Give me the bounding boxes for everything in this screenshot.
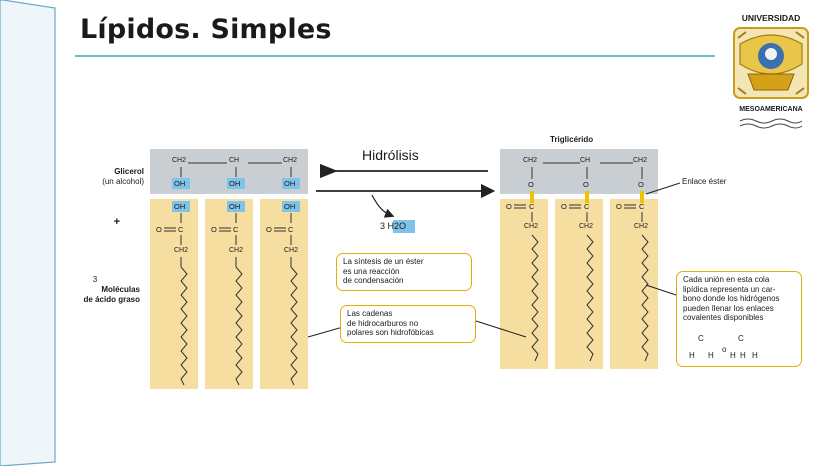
tail-note-or: o [722, 345, 727, 354]
tri-c-1: C [529, 202, 535, 211]
ester-bond-label: Enlace éster [682, 177, 727, 186]
left-decorative-panel [0, 0, 56, 466]
tail-explanation-note: Cada unión en esta cola lipídica represe… [676, 271, 802, 367]
tri-ester-o-3: O [638, 180, 644, 189]
glycerol-oh-highlight-1 [172, 178, 190, 189]
acid-c-2: C [233, 225, 239, 234]
tri-ester-o-1: O [528, 180, 534, 189]
acid-oh-highlight-2 [227, 201, 245, 212]
acid-ch2-1: CH2 [174, 247, 189, 254]
hydrocarbon-tail-2 [235, 266, 243, 386]
tail-note-c-2: C [738, 334, 744, 343]
plus-sign: + [113, 216, 120, 228]
glycerol-oh-highlight-3 [282, 178, 300, 189]
hydrophobic-chains-note: Las cadenas de hidrocarburos no polares … [340, 305, 476, 343]
acid-count: 3 [92, 275, 98, 284]
acid-o-2: O [211, 225, 217, 234]
chains-pointer-right [475, 320, 527, 338]
tri-ester-o-2: O [583, 180, 589, 189]
tri-ch2-tail-2: CH2 [579, 223, 594, 230]
glycerol-ch2-2: CH2 [283, 157, 298, 164]
chains-note-line-1: Las cadenas [347, 309, 393, 318]
glycerol-oh-1: OH [174, 179, 186, 188]
chains-note-line-2: de hidrocarburos no [347, 318, 419, 328]
acid-oh-1: OH [174, 202, 186, 211]
tail-pointer [645, 284, 677, 296]
tri-ch2-2: CH2 [633, 157, 648, 164]
triglyceride-acid-column-2 [555, 199, 603, 369]
university-seal-icon [733, 27, 809, 99]
logo-bottom-text: MESOAMERICANA [739, 106, 803, 113]
tri-c-2: C [584, 202, 590, 211]
acid-ch2-2: CH2 [229, 247, 244, 254]
acid-label-line-1: Moléculas [101, 285, 140, 294]
tri-ch2-tail-3: CH2 [634, 223, 649, 230]
acid-oh-2: OH [229, 202, 241, 211]
triglyceride-tail-3 [641, 234, 649, 362]
triglyceride-acid-column-1 [500, 199, 548, 369]
ester-note-line-1: La síntesis de un éster [343, 257, 424, 266]
title-underline [75, 55, 715, 57]
hydrolysis-label: Hidrólisis [362, 147, 419, 163]
water-release-arrow [371, 194, 395, 218]
tail-note-h-4: H [740, 351, 746, 360]
acid-c-3: C [288, 225, 294, 234]
acid-c-1: C [178, 225, 184, 234]
acid-o-3: O [266, 225, 272, 234]
tail-note-h-1: H [689, 351, 695, 360]
ester-note-line-3: de condensación [343, 276, 404, 285]
tail-note-h-2: H [708, 351, 714, 360]
triglyceride-tail-1 [531, 234, 539, 362]
acid-o-1: O [156, 225, 162, 234]
ester-bond-pointer [645, 182, 681, 195]
tail-note-line-2: lipídica representa un car- [683, 284, 776, 294]
glycerol-ch2-1: CH2 [172, 157, 187, 164]
glycerol-oh-3: OH [284, 179, 296, 188]
acid-ch2-3: CH2 [284, 247, 299, 254]
tail-note-h-5: H [752, 351, 758, 360]
acid-oh-highlight-1 [172, 201, 190, 212]
tri-double-o-2: O [561, 202, 567, 211]
tri-c-3: C [639, 202, 645, 211]
tri-double-o-3: O [616, 202, 622, 211]
triglyceride-tail-2 [586, 234, 594, 362]
water-highlight [393, 220, 415, 233]
tail-note-line-3: bono donde los hidrógenos [683, 294, 780, 303]
glycerol-oh-2: OH [229, 179, 241, 188]
ester-note-line-2: es una reacción [343, 266, 400, 276]
water-label: 3 H2O [380, 221, 407, 231]
glycerol-sublabel: (un alcohol) [102, 177, 144, 186]
glycerol-oh-highlight-2 [227, 178, 245, 189]
hydrocarbon-tail-1 [180, 266, 188, 386]
acid-oh-highlight-3 [282, 201, 300, 212]
hydrocarbon-tail-3 [290, 266, 298, 386]
triglyceride-acid-column-3 [610, 199, 658, 369]
diagram-shapes [150, 149, 755, 389]
logo-wave-ornament-icon [739, 118, 803, 129]
tri-ch2-tail-1: CH2 [524, 223, 539, 230]
tail-note-c-1: C [698, 334, 704, 343]
tail-note-line-1: Cada unión en esta cola [683, 275, 770, 284]
acid-oh-3: OH [284, 202, 296, 211]
university-logo: UNIVERSIDAD MESOAMERICANA [722, 8, 820, 129]
triglyceride-title: Triglicérido [550, 135, 594, 144]
acid-label-line-2: de ácido graso [83, 295, 140, 304]
tri-double-o-1: O [506, 202, 512, 211]
tail-note-line-5: covalentes disponibles [683, 313, 764, 322]
ester-synthesis-note: La síntesis de un éster es una reacción … [336, 253, 472, 291]
chains-note-line-3: polares son hidrofóbicas [347, 328, 434, 337]
logo-top-text: UNIVERSIDAD [741, 13, 801, 23]
slide-title: Lípidos. Simples [80, 14, 332, 45]
tri-ch: CH [580, 157, 591, 164]
tail-note-line-4: pueden llenar los enlaces [683, 303, 774, 313]
tail-note-h-3: H [730, 351, 736, 360]
tri-ch2-1: CH2 [523, 157, 538, 164]
glycerol-label: Glicerol [114, 167, 144, 176]
lipid-hydrolysis-diagram: Glicerol (un alcohol) + 3 Moléculas de á… [80, 125, 820, 425]
glycerol-ch: CH [229, 157, 240, 164]
triglyceride-glycerol-band [500, 149, 658, 194]
